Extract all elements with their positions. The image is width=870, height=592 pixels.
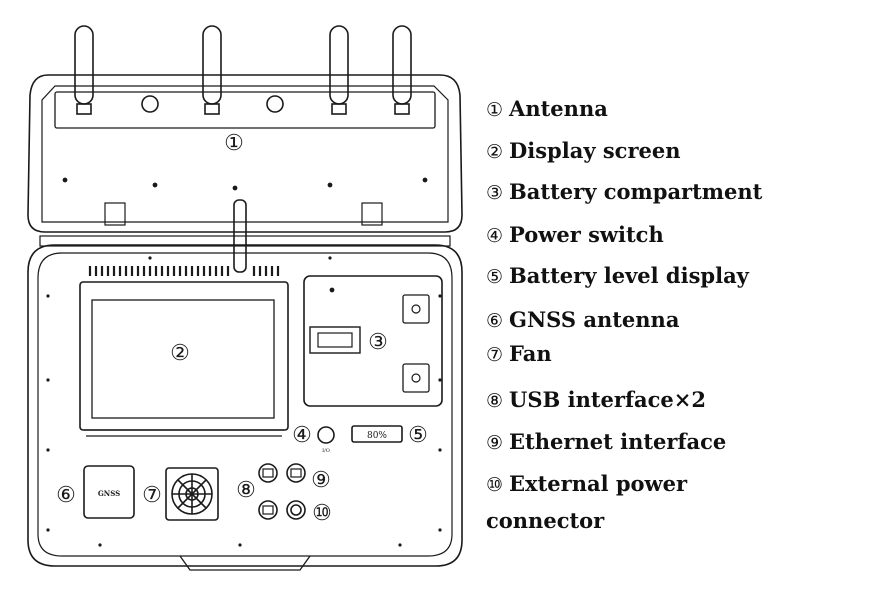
battery-level-text: 80%	[367, 431, 387, 441]
vent-slots	[88, 266, 280, 276]
screws	[46, 256, 442, 547]
callout-6: ⑥	[56, 483, 76, 508]
antenna	[202, 25, 222, 115]
gnss-module-text: GNSS	[98, 489, 120, 498]
callout-5: ⑤	[408, 423, 428, 448]
battery-level-display: 80%	[351, 425, 403, 443]
hinge	[39, 235, 451, 247]
device-drawing: I/O 80% GNSS	[27, 25, 463, 571]
display-screen	[79, 281, 289, 437]
ethernet-port	[286, 463, 306, 483]
callout-4: ④	[292, 423, 312, 448]
gnss-antenna: GNSS	[83, 465, 135, 519]
antenna	[329, 25, 349, 115]
svg-text:I/O: I/O	[322, 448, 330, 454]
callout-9: ⑨	[311, 468, 331, 493]
power-switch	[317, 426, 335, 444]
usb-port	[258, 500, 278, 520]
callout-3: ③	[368, 330, 388, 355]
fan	[165, 467, 219, 521]
case-lid	[27, 74, 463, 233]
gnss-mast	[233, 199, 247, 273]
callout-1: ①	[224, 131, 244, 156]
callout-10: ⑩	[312, 501, 332, 526]
antenna	[392, 25, 412, 115]
external-power-connector	[286, 500, 306, 520]
antenna-group	[74, 25, 412, 115]
battery-compartment	[303, 275, 443, 407]
antenna	[74, 25, 94, 115]
usb-port	[258, 463, 278, 483]
callout-7: ⑦	[142, 483, 162, 508]
callout-2: ②	[170, 341, 190, 366]
case-base	[27, 244, 463, 571]
callout-8: ⑧	[236, 478, 256, 503]
